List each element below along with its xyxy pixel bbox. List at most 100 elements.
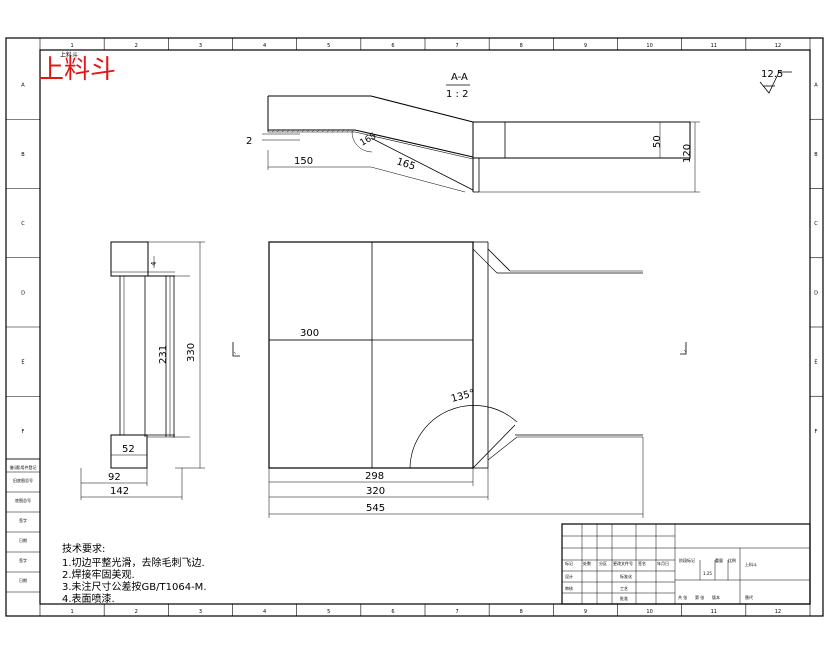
zone-letter-right: C xyxy=(814,221,818,227)
title-block-cell: 上料斗 xyxy=(745,561,757,567)
title-block: 标记 处数 分区更改文件号签名 年月日设计 标准化审核 工艺批准 阶段标记 重量比例共 张 第 … xyxy=(561,523,811,605)
dim-300: 300 xyxy=(300,328,319,339)
zone-number-bottom: 1 xyxy=(70,609,73,615)
zone-number-top: 7 xyxy=(455,43,458,49)
title-block-cell: 签名 xyxy=(638,560,646,566)
dim-2: 2 xyxy=(246,136,252,147)
plan-view-dims: 300 135° 298 320 545 xyxy=(268,328,644,518)
outer-frame xyxy=(5,37,824,617)
note-4: 4.表面喷漆. xyxy=(62,592,115,605)
zone-number-bottom: 2 xyxy=(135,609,138,615)
zone-number-bottom: 8 xyxy=(520,609,523,615)
section-view xyxy=(267,95,691,193)
zone-letter-left: F xyxy=(22,429,25,435)
dim-92: 92 xyxy=(108,472,121,483)
title-block-cell: 工艺 xyxy=(620,586,628,591)
dim-330: 330 xyxy=(186,343,197,362)
zone-number-bottom: 3 xyxy=(199,609,202,615)
zone-number-top: 9 xyxy=(584,43,587,49)
zone-number-top: 3 xyxy=(199,43,202,49)
zone-number-bottom: 5 xyxy=(327,609,330,615)
zone-number-top: 1 xyxy=(70,43,73,49)
zone-number-top: 8 xyxy=(520,43,523,49)
title-block-cell: 处数 xyxy=(583,560,591,566)
title-block-cell: 设计 xyxy=(565,573,573,579)
zone-number-bottom: 11 xyxy=(711,609,717,615)
dim-4: 4 xyxy=(150,261,158,266)
section-scale: 1 : 2 xyxy=(446,89,468,100)
dim-50: 50 xyxy=(652,135,663,148)
title-block-cell: 更改文件号 xyxy=(613,560,633,566)
title-block-cell: 第 张 xyxy=(695,594,704,600)
section-label: A-A xyxy=(451,72,468,83)
zone-number-top: 2 xyxy=(135,43,138,49)
zone-ticks xyxy=(6,38,823,616)
title-block-cell: 替代 xyxy=(745,594,753,600)
zone-number-top: 12 xyxy=(775,43,781,49)
zone-number-top: 6 xyxy=(391,43,394,49)
zone-number-bottom: 9 xyxy=(584,609,587,615)
note-3: 3.未注尺寸公差按GB/T1064-M. xyxy=(62,580,207,593)
zone-letter-right: E xyxy=(814,360,817,366)
dim-150: 150 xyxy=(294,156,313,167)
inner-frame xyxy=(39,49,811,605)
title-stamp: 上料斗 xyxy=(38,55,116,85)
title-block-cell: 分区 xyxy=(599,560,607,566)
note-2: 2.焊接牢固美观. xyxy=(62,568,135,581)
title-block-cell: 标记 xyxy=(565,560,573,566)
dim-320: 320 xyxy=(366,486,385,497)
dim-231: 231 xyxy=(158,345,169,364)
zone-number-bottom: 4 xyxy=(263,609,266,615)
title-block-cell: 标准化 xyxy=(620,573,632,579)
technical-notes: 技术要求: 1.切边平整光滑，去除毛刺飞边. 2.焊接牢固美观. 3.未注尺寸公… xyxy=(62,542,207,605)
dim-142: 142 xyxy=(110,486,129,497)
zone-letter-left: D xyxy=(21,290,25,296)
zone-letter-right: D xyxy=(814,290,818,296)
strip-label: 借(通)用件登记 xyxy=(9,464,36,470)
strip-label: 日期 xyxy=(19,537,27,543)
zone-number-bottom: 12 xyxy=(775,609,781,615)
zone-letter-right: B xyxy=(814,152,818,158)
roughness-value: 12.5 xyxy=(761,69,783,80)
zone-number-bottom: 10 xyxy=(646,609,652,615)
side-view xyxy=(110,241,175,469)
zone-letter-right: A xyxy=(814,83,818,89)
strip-label: 签字 xyxy=(19,517,27,523)
zone-letter-left: C xyxy=(21,221,25,227)
zone-letter-left: A xyxy=(21,83,25,89)
dim-52: 52 xyxy=(122,444,135,455)
roughness-symbol: 12.5 xyxy=(759,69,792,94)
title-block-cell: 批准 xyxy=(620,595,628,601)
stamp-small: 上料斗 xyxy=(60,51,78,59)
dim-135: 135° xyxy=(450,388,476,405)
section-marker-left xyxy=(232,342,240,357)
title-block-cell: 重量 xyxy=(715,557,723,563)
side-view-dims: 4 231 330 52 92 142 xyxy=(80,241,205,500)
notes-title: 技术要求: xyxy=(62,542,105,555)
strip-label: 旧底图总号 xyxy=(13,477,33,483)
title-block-cell: 年月日 xyxy=(657,560,669,566)
strip-label: 日期 xyxy=(19,577,27,583)
note-1: 1.切边平整光滑，去除毛刺飞边. xyxy=(62,556,205,569)
dim-165-diag: 165 xyxy=(395,156,417,172)
strip-label: 签字 xyxy=(19,557,27,563)
zone-number-top: 11 xyxy=(711,43,717,49)
zone-number-top: 10 xyxy=(646,43,652,49)
title-block-cell: 审核 xyxy=(565,585,573,591)
title-block-cell: 比例 xyxy=(728,557,736,563)
dim-120: 120 xyxy=(682,144,693,163)
zone-number-top: 4 xyxy=(263,43,266,49)
title-block-cell: 共 张 xyxy=(678,594,687,600)
zone-number-top: 5 xyxy=(327,43,330,49)
dim-545: 545 xyxy=(366,503,385,514)
title-block-cell: 阶段标记 xyxy=(679,557,695,563)
strip-label: 底图总号 xyxy=(15,497,31,503)
zone-letter-right: F xyxy=(815,429,818,435)
zone-letter-left: B xyxy=(21,152,25,158)
zone-letter-left: E xyxy=(21,360,24,366)
zone-number-bottom: 7 xyxy=(455,609,458,615)
title-block-cell: 1.25 xyxy=(703,571,712,576)
